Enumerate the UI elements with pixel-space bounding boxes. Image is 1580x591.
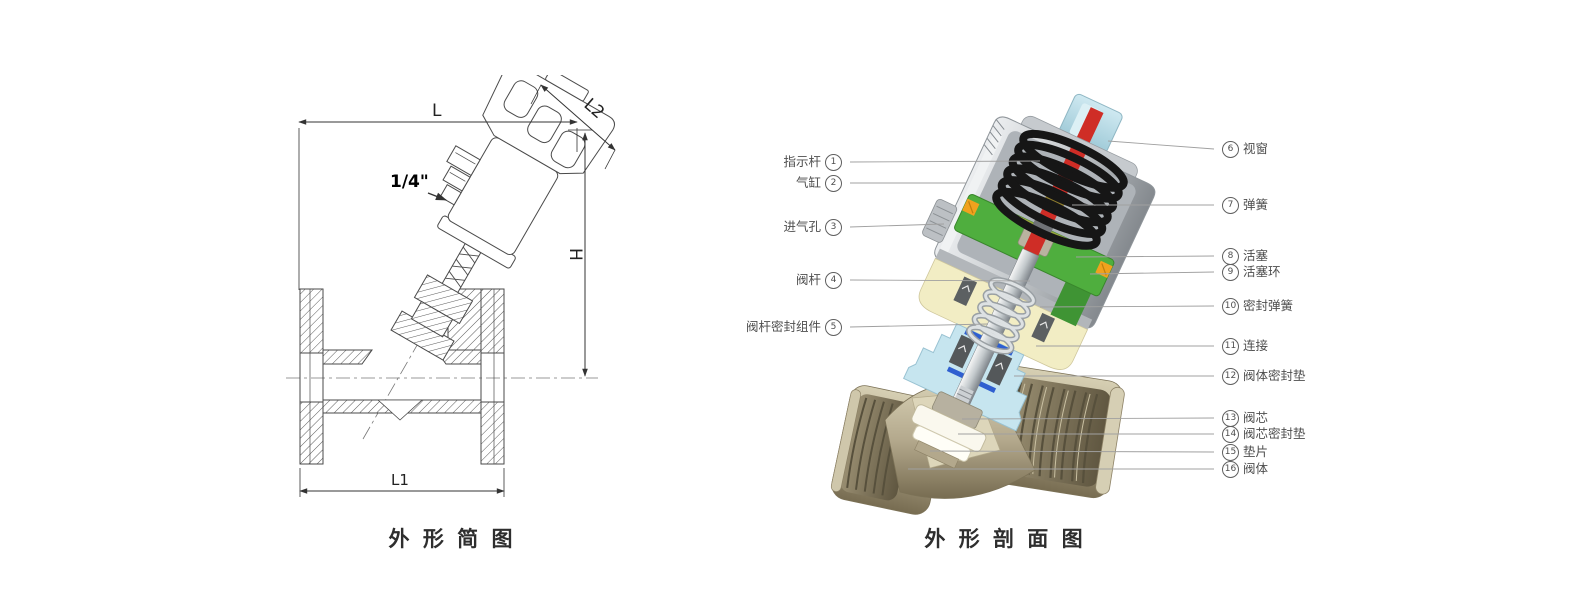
part-label-number: 9 [1222,263,1239,281]
part-label-indicator-rod: 指示杆 1 [783,153,846,171]
air-inlet-boss [922,198,958,243]
part-label-number: 16 [1222,460,1239,478]
part-label-text: 气缸 [795,174,821,190]
part-label-text: 密封弹簧 [1243,297,1294,313]
part-label-number: 8 [1222,247,1239,265]
part-label-number: 15 [1222,443,1239,461]
left-figure-caption: 外 形 简 图 [388,527,516,551]
actuator-assembly [902,93,1156,469]
part-label-number: 3 [825,218,842,236]
stem-packing [948,334,1013,386]
part-label-number: 14 [1222,425,1239,443]
part-label-spring: 7 弹簧 [1218,196,1268,214]
leader-lines [849,140,1215,470]
part-label-connection: 11 连接 [1218,337,1268,355]
cutaway-drawing [830,93,1215,515]
part-label-number: 2 [825,174,842,192]
part-label-number: 5 [825,318,842,336]
dim-label-L1: L1 [391,471,409,489]
sealing-spring [966,277,1037,355]
part-label-air-inlet: 进气孔 3 [783,218,846,236]
main-spring [992,129,1128,250]
part-label-text: 垫片 [1243,443,1269,459]
part-label-sight-window: 6 视窗 [1218,140,1268,158]
part-label-text: 阀体密封垫 [1243,367,1306,383]
part-label-text: 阀杆 [795,271,821,287]
part-label-text: 阀芯密封垫 [1243,425,1306,441]
part-label-stem-seal: 阀杆密封组件 5 [746,318,846,336]
part-label-cylinder: 气缸 2 [796,174,846,192]
part-label-piston-ring: 9 活塞环 [1218,263,1281,281]
part-label-text: 连接 [1243,337,1269,353]
dim-label-L: L [432,101,442,121]
part-label-number: 6 [1222,140,1239,158]
part-label-sealing-spring: 10 密封弹簧 [1218,297,1293,315]
part-label-valve-stem: 阀杆 4 [796,271,846,289]
part-label-number: 10 [1222,297,1239,315]
part-label-text: 视窗 [1243,140,1269,156]
air-fitting-outline [439,145,481,206]
part-label-text: 活塞 [1243,247,1269,263]
dimension-lines [298,84,616,497]
part-label-text: 阀杆密封组件 [745,318,821,334]
part-label-number: 1 [825,153,842,171]
part-label-text: 进气孔 [783,218,821,234]
dim-label-air-port: 1/4" [390,172,429,192]
part-label-text: 阀体 [1243,460,1269,476]
part-label-body-gasket: 12 阀体密封垫 [1218,367,1306,385]
part-label-valve-body: 16 阀体 [1218,460,1268,478]
part-label-piston: 8 活塞 [1218,247,1268,265]
part-label-text: 指示杆 [783,153,821,169]
valve-body-outline [299,288,505,465]
dim-label-H: H [565,248,585,261]
right-figure-caption: 外 形 剖 面 图 [924,527,1086,551]
part-label-shim: 15 垫片 [1218,443,1268,461]
part-label-number: 7 [1222,196,1239,214]
part-label-number: 13 [1222,409,1239,427]
part-label-text: 弹簧 [1243,196,1269,212]
outline-drawing: L L2 H L1 1/4" [286,75,616,497]
part-label-text: 活塞环 [1243,263,1281,279]
part-label-number: 11 [1222,337,1239,355]
part-label-core-gasket: 14 阀芯密封垫 [1218,425,1306,443]
part-label-number: 12 [1222,367,1239,385]
part-label-text: 阀芯 [1243,409,1269,425]
part-label-number: 4 [825,271,842,289]
